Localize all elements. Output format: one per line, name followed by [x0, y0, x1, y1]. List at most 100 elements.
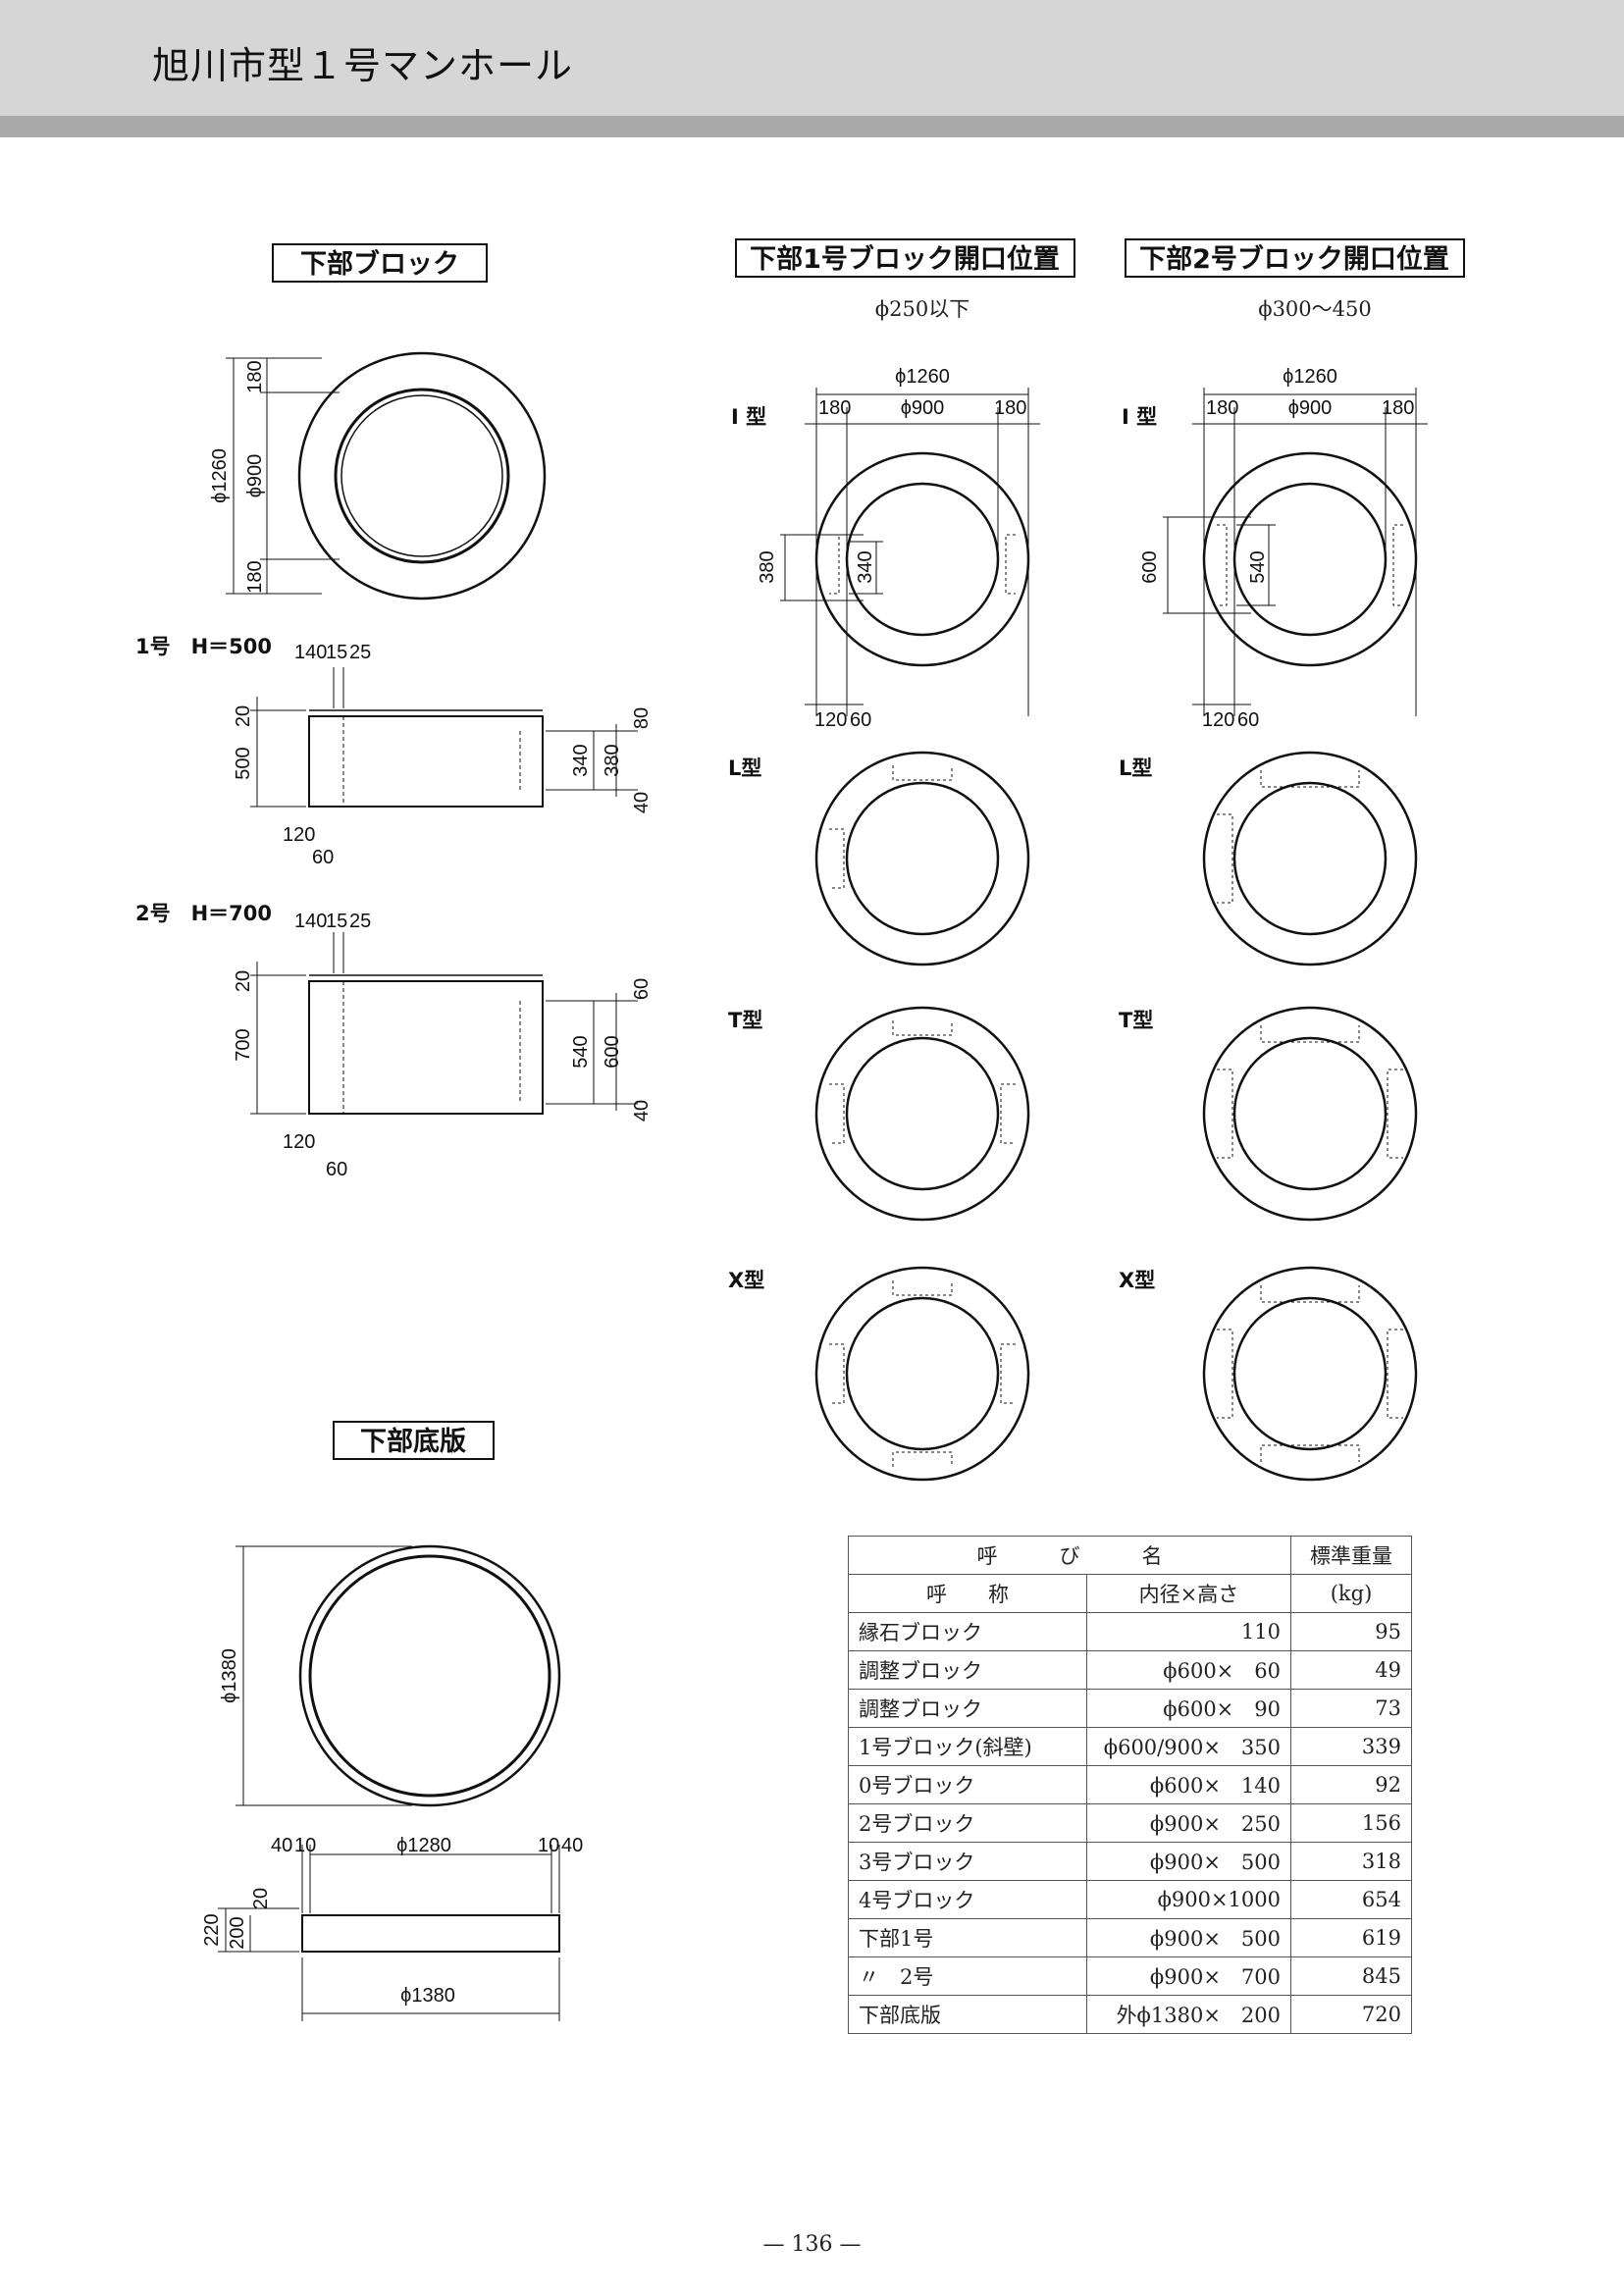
block1-x-type — [814, 1266, 1030, 1482]
svg-text:ϕ900: ϕ900 — [901, 397, 945, 419]
row-name: 0号ブロック — [848, 1765, 1087, 1804]
svg-text:ϕ1380: ϕ1380 — [219, 1648, 240, 1703]
row-name: 下部1号 — [848, 1918, 1087, 1957]
block2-i-type — [1163, 388, 1428, 716]
row-size: 110 — [1085, 1612, 1292, 1651]
svg-text:25: 25 — [349, 911, 371, 932]
svg-text:40: 40 — [561, 1835, 583, 1856]
row-size: ϕ900× 500 — [1085, 1918, 1292, 1957]
base-slab-plan — [236, 1544, 561, 1807]
svg-text:ϕ1260: ϕ1260 — [1283, 366, 1337, 388]
tag-lower-block: 下部ブロック — [272, 243, 488, 283]
table-header-name: 呼 称 — [848, 1574, 1087, 1613]
row-size: ϕ900×1000 — [1085, 1880, 1292, 1919]
row-name: 調整ブロック — [848, 1689, 1087, 1728]
lower-block-1-section — [250, 667, 638, 808]
row-weight: 73 — [1290, 1689, 1412, 1728]
block1-type-i: I 型 — [731, 405, 766, 429]
svg-text:ϕ1380: ϕ1380 — [400, 1985, 455, 2007]
row-name: 1号ブロック(斜壁) — [848, 1727, 1087, 1766]
lb1-label: 1号 H＝500 — [135, 635, 272, 658]
block2-x-type — [1202, 1266, 1418, 1482]
header-rule — [0, 116, 1624, 137]
row-weight: 654 — [1290, 1880, 1412, 1919]
row-weight: 845 — [1290, 1956, 1412, 1996]
row-weight: 49 — [1290, 1650, 1412, 1690]
svg-text:25: 25 — [349, 642, 371, 663]
svg-text:10: 10 — [538, 1835, 559, 1856]
svg-text:60: 60 — [312, 847, 334, 868]
row-size: ϕ900× 500 — [1085, 1842, 1292, 1881]
svg-text:180: 180 — [818, 397, 851, 419]
block1-type-t: T型 — [728, 1009, 762, 1032]
row-name: 4号ブロック — [848, 1880, 1087, 1919]
row-weight: 619 — [1290, 1918, 1412, 1957]
svg-text:500: 500 — [233, 747, 254, 779]
block2-type-t: T型 — [1119, 1009, 1153, 1032]
svg-text:140: 140 — [294, 642, 327, 663]
table-header-size: 内径×高さ — [1085, 1574, 1292, 1613]
svg-text:540: 540 — [1247, 550, 1269, 583]
svg-text:200: 200 — [227, 1916, 248, 1949]
lb-plan-bottom: 180 — [244, 560, 266, 593]
block1-l-type — [814, 751, 1030, 966]
svg-text:60: 60 — [1237, 709, 1259, 731]
svg-text:380: 380 — [757, 550, 778, 583]
svg-text:180: 180 — [1206, 397, 1238, 419]
block1-type-l: L型 — [728, 756, 761, 780]
svg-text:380: 380 — [602, 744, 623, 776]
row-name: 〃 2号 — [848, 1956, 1087, 1996]
block1-type-x: X型 — [728, 1269, 764, 1292]
svg-text:540: 540 — [570, 1035, 592, 1068]
header-band — [0, 0, 1624, 116]
row-name: 調整ブロック — [848, 1650, 1087, 1690]
block2-opening-note: ϕ300～450 — [1258, 297, 1371, 321]
svg-text:220: 220 — [201, 1913, 223, 1946]
row-weight: 156 — [1290, 1803, 1412, 1843]
block1-opening-note: ϕ250以下 — [875, 297, 969, 321]
svg-text:60: 60 — [631, 978, 653, 1000]
row-size: 外ϕ1380× 200 — [1085, 1995, 1292, 2034]
svg-text:60: 60 — [850, 709, 871, 731]
tag-base-slab: 下部底版 — [333, 1421, 495, 1460]
table-header-group: 呼 び 名 — [848, 1536, 1291, 1575]
svg-text:ϕ1280: ϕ1280 — [396, 1835, 451, 1856]
svg-text:下部1号ブロック開口位置: 下部1号ブロック開口位置 — [750, 243, 1060, 275]
svg-text:60: 60 — [326, 1159, 347, 1180]
block1-i-type — [780, 388, 1040, 716]
row-size: ϕ600/900× 350 — [1085, 1727, 1292, 1766]
svg-text:180: 180 — [994, 397, 1026, 419]
block2-type-i: I 型 — [1122, 405, 1157, 429]
svg-text:120: 120 — [814, 709, 847, 731]
svg-text:600: 600 — [1139, 550, 1161, 583]
block2-type-l: L型 — [1119, 756, 1152, 780]
svg-text:40: 40 — [631, 1100, 653, 1121]
tag-block1-openings: 下部1号ブロック開口位置 — [735, 238, 1075, 278]
row-size: ϕ600× 140 — [1085, 1765, 1292, 1804]
row-weight: 339 — [1290, 1727, 1412, 1766]
page-title: 旭川市型１号マンホール — [152, 44, 574, 87]
svg-text:15: 15 — [326, 911, 347, 932]
row-weight: 92 — [1290, 1765, 1412, 1804]
svg-text:下部2号ブロック開口位置: 下部2号ブロック開口位置 — [1139, 243, 1449, 275]
svg-text:120: 120 — [283, 824, 315, 846]
svg-text:40: 40 — [271, 1835, 292, 1856]
svg-text:10: 10 — [294, 1835, 316, 1856]
table-header-weight: 標準重量 — [1290, 1536, 1412, 1575]
row-name: 下部底版 — [848, 1995, 1087, 2034]
svg-text:40: 40 — [631, 792, 653, 813]
svg-text:120: 120 — [1202, 709, 1234, 731]
row-size: ϕ900× 700 — [1085, 1956, 1292, 1996]
block2-type-x: X型 — [1119, 1269, 1155, 1292]
row-size: ϕ900× 250 — [1085, 1803, 1292, 1843]
svg-text:120: 120 — [283, 1131, 315, 1153]
